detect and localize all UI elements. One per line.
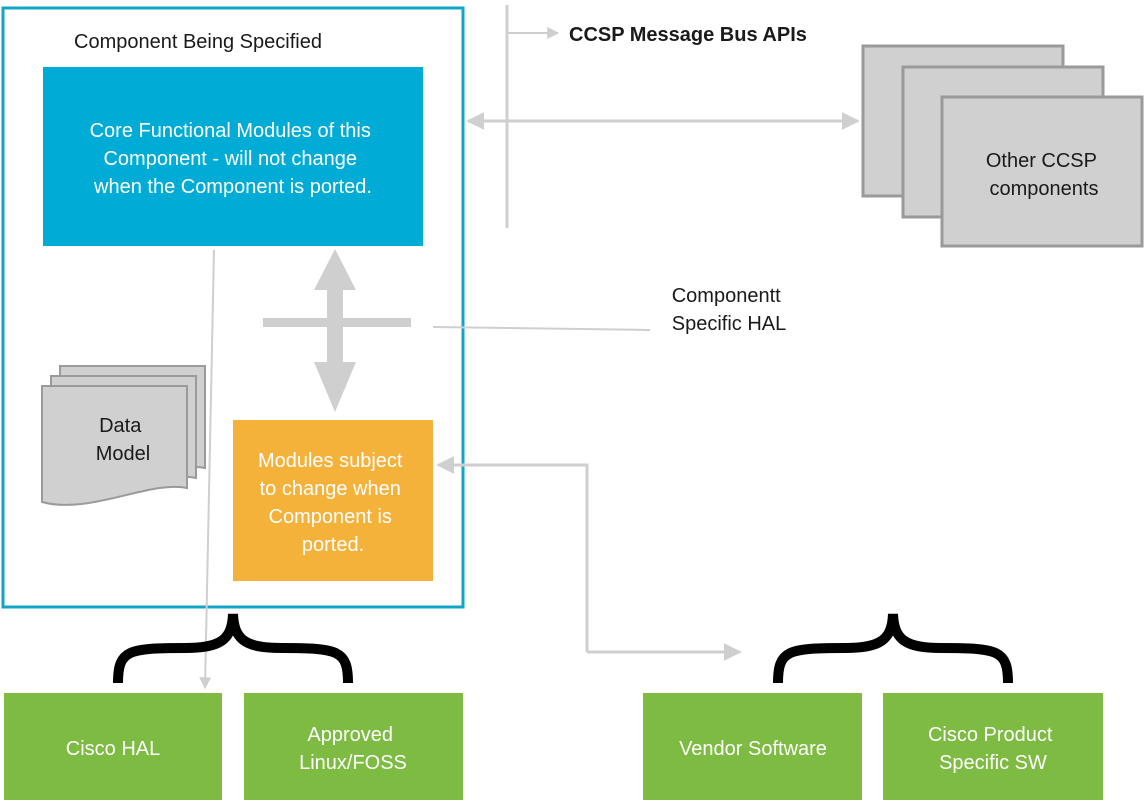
changeable-to-vendor-connector [436,456,589,652]
svg-text:Vendor Software: Vendor Software [679,738,827,760]
hal-double-arrow [314,249,356,412]
core-modules-box: Core Functional Modules of this Componen… [43,67,423,246]
svg-text:Approved Linux/FOSS: Approved Linux/FOSS [299,724,407,774]
svg-text:Other CCSP components: Other CCSP components [986,150,1102,200]
svg-text:Cisco Product Specific S: Cisco Product Specific SW [928,724,1058,774]
left-curly-brace [113,613,353,684]
data-model-icon: Data Model [41,365,206,506]
core-to-cisco-hal-connector [199,249,215,690]
hal-bar [263,318,411,327]
changeable-line-2: to change when [260,478,401,500]
changeable-line-3: Component is [269,506,392,528]
cisco-product-sw-box: Cisco Product Specific SW [883,693,1103,800]
other-ccsp-line-2: components [990,178,1099,200]
message-bus-label: CCSP Message Bus APIs [569,24,807,46]
data-model-line-1: Data [99,415,142,437]
hal-label-leader [432,326,651,331]
cisco-hal-box: Cisco HAL [4,693,222,800]
core-modules-line-2: Component - will not change [103,148,356,170]
changeable-line-1: Modules subject [258,450,403,472]
other-ccsp-line-1: Other CCSP [986,150,1097,172]
component-title: Component Being Specified [74,31,322,53]
svg-text:Cisco HAL: Cisco HAL [66,738,160,760]
svg-text:Core Functional Modules of thi: Core Functional Modules of this Componen… [90,120,377,198]
component-frame [1,6,465,609]
data-model-line-2: Model [96,443,150,465]
changeable-line-4: ported. [302,534,364,556]
core-modules-line-1: Core Functional Modules of this [90,120,371,142]
core-modules-line-3: when the Component is ported. [93,176,372,198]
approved-foss-box: Approved Linux/FOSS [244,693,463,800]
other-ccsp-components: Other CCSP components [861,44,1144,248]
hal-label: Componentt Specific HAL [672,285,787,335]
svg-text:Modules subject to chang: Modules subject to change when Component… [258,450,408,556]
svg-text:Data Model: Data Model [96,415,150,465]
vendor-software-box: Vendor Software [643,693,862,800]
right-curly-brace [773,613,1013,684]
changeable-modules-box: Modules subject to change when Component… [233,420,433,581]
